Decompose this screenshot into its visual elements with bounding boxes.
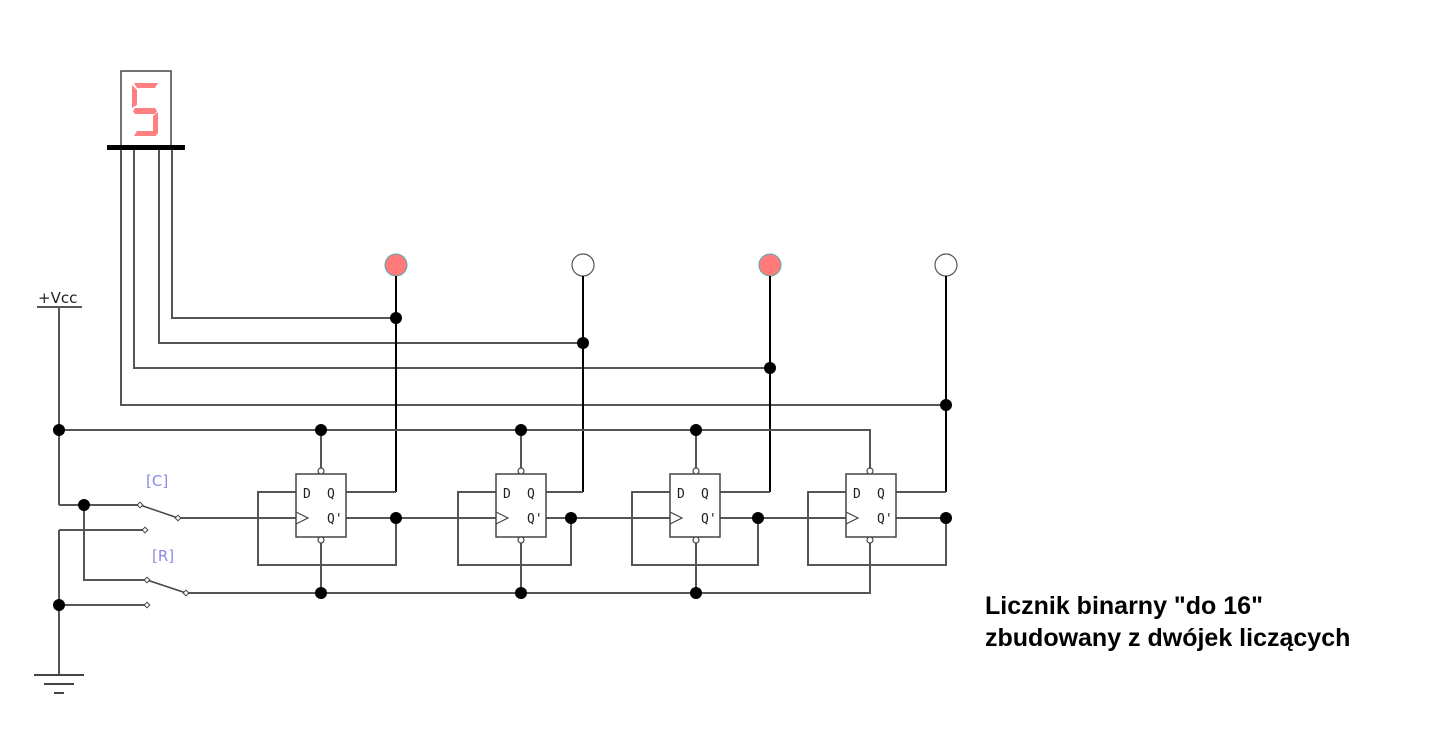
caption: Licznik binarny "do 16" zbudowany z dwój… xyxy=(985,590,1350,654)
ff-pin-q: Q xyxy=(527,487,535,502)
ff-pin-qn: Q' xyxy=(527,512,543,527)
digit-segments xyxy=(132,83,158,136)
caption-line1: Licznik binarny "do 16" xyxy=(985,592,1263,620)
led-bit0 xyxy=(384,253,408,277)
clock-switch-label: [C] xyxy=(146,472,168,490)
display-bus-wires xyxy=(120,150,946,406)
ff-pin-d: D xyxy=(853,487,861,502)
set-rail xyxy=(59,429,871,470)
led-indicators xyxy=(384,253,958,492)
vcc-source: +Vcc xyxy=(37,289,82,505)
led-bit2 xyxy=(758,253,782,277)
clock-switch[interactable]: [C] xyxy=(59,472,296,531)
ground-icon xyxy=(34,674,84,694)
ff-pin-qn: Q' xyxy=(877,512,893,527)
flipflop-2: D Q Q' xyxy=(457,424,670,599)
ff-pin-d: D xyxy=(503,487,511,502)
seven-segment-display xyxy=(107,70,185,150)
ff-pin-q: Q xyxy=(701,487,709,502)
flipflop-4: D Q Q' xyxy=(807,467,952,566)
ff-pin-q: Q xyxy=(327,487,335,502)
vcc-label: +Vcc xyxy=(38,289,77,307)
reset-rail xyxy=(186,540,871,594)
ff-pin-qn: Q' xyxy=(701,512,717,527)
flipflop-chain: D Q Q' D Q Q' D Q Q' D Q Q' xyxy=(257,424,952,599)
ff-pin-qn: Q' xyxy=(327,512,343,527)
ff-pin-q: Q xyxy=(877,487,885,502)
led-bit1 xyxy=(571,253,595,277)
caption-line2: zbudowany z dwójek liczących xyxy=(985,624,1351,652)
ff-pin-d: D xyxy=(303,487,311,502)
flipflop-1: D Q Q' xyxy=(257,424,496,599)
reset-switch-label: [R] xyxy=(152,547,174,565)
junction-dots xyxy=(53,312,952,611)
ff-pin-d: D xyxy=(677,487,685,502)
flipflop-3: D Q Q' xyxy=(631,424,846,599)
reset-switch[interactable]: [R] xyxy=(58,505,190,675)
led-bit3 xyxy=(934,253,958,277)
